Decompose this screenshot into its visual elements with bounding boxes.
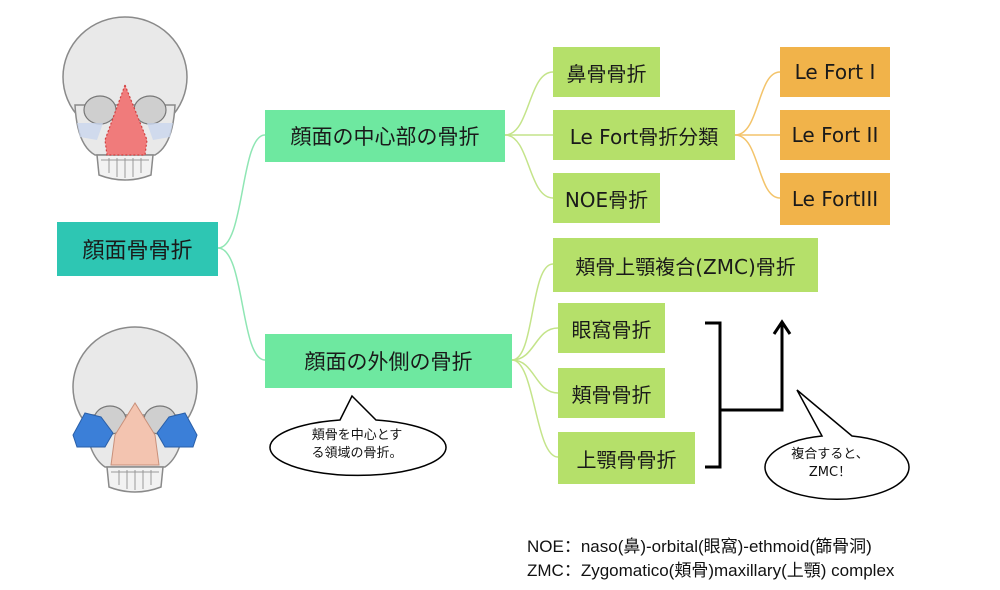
node-lefort-1-label: Le Fort I	[794, 60, 876, 84]
node-lateral-fracture: 顔面の外側の骨折	[265, 334, 512, 388]
bracket-stem	[720, 325, 784, 412]
node-facial-fracture-label: 顔面骨骨折	[82, 239, 193, 264]
connector-lateral-maxilla	[511, 359, 559, 458]
node-maxilla-fracture: 上顎骨骨折	[558, 432, 695, 484]
node-lateral-fracture-label: 顔面の外側の骨折	[304, 350, 473, 374]
speech-bubble-zmc	[764, 389, 910, 501]
connector-root-lateral	[217, 247, 266, 361]
node-nasal-fracture: 鼻骨骨折	[553, 47, 660, 97]
connector-central-noe	[504, 134, 554, 199]
node-nasal-fracture-label: 鼻骨骨折	[566, 61, 647, 86]
bracket	[705, 321, 722, 469]
node-zygoma-fracture-label: 頬骨骨折	[571, 382, 652, 407]
arrow-head	[772, 319, 792, 335]
node-central-fracture-label: 顔面の中心部の骨折	[290, 125, 480, 149]
zmc-note-line2: ZMC！	[808, 465, 852, 480]
node-zygoma-fracture: 頬骨骨折	[558, 368, 665, 418]
node-lefort-3-label: Le FortIII	[791, 187, 879, 211]
node-lefort-2-label: Le Fort II	[791, 123, 879, 147]
node-facial-fracture: 顔面骨骨折	[57, 222, 218, 276]
node-zmc-fracture: 頬骨上顎複合(ZMC)骨折	[553, 238, 818, 292]
legend-zmc: ZMC：Zygomatico(頬骨)maxillary(上顎) complex	[527, 561, 895, 580]
node-lefort-2: Le Fort II	[780, 110, 890, 160]
node-lefort-1: Le Fort I	[780, 47, 890, 97]
node-lefort-3: Le FortIII	[780, 173, 890, 225]
connector-central-nasal	[504, 71, 554, 136]
node-noe-fracture: NOE骨折	[553, 173, 660, 223]
skull-lateral-icon	[72, 326, 198, 493]
connector-lefort-3	[734, 134, 781, 199]
node-orbital-fracture: 眼窩骨折	[558, 303, 665, 353]
node-lefort-classification-label: Le Fort骨折分類	[569, 124, 719, 149]
node-central-fracture: 顔面の中心部の骨折	[265, 110, 505, 162]
node-orbital-fracture-label: 眼窩骨折	[571, 317, 652, 342]
connector-root-central	[217, 134, 266, 249]
node-noe-fracture-label: NOE骨折	[564, 187, 649, 212]
node-lefort-classification: Le Fort骨折分類	[553, 110, 735, 160]
speech-bubble-lateral	[269, 394, 447, 477]
node-zmc-fracture-label: 頬骨上顎複合(ZMC)骨折	[575, 254, 796, 279]
lateral-note: 頬骨を中心とす る領域の骨折。	[282, 427, 432, 463]
connector-lateral-orbital	[511, 327, 559, 361]
zmc-note-line1: 複合すると、	[791, 447, 869, 462]
lateral-note-line1: 頬骨を中心とす	[311, 428, 403, 443]
legend-noe: NOE：naso(鼻)-orbital(眼窩)-ethmoid(篩骨洞)	[527, 537, 872, 556]
connector-lefort-1	[734, 71, 781, 136]
zmc-note: 複合すると、 ZMC！	[770, 446, 890, 482]
node-maxilla-fracture-label: 上顎骨骨折	[576, 447, 677, 472]
lateral-note-line2: る領域の骨折。	[311, 446, 403, 461]
connector-lateral-zygoma	[511, 359, 559, 394]
skull-central-icon	[62, 16, 188, 181]
connector-lateral-zmc	[511, 263, 554, 361]
